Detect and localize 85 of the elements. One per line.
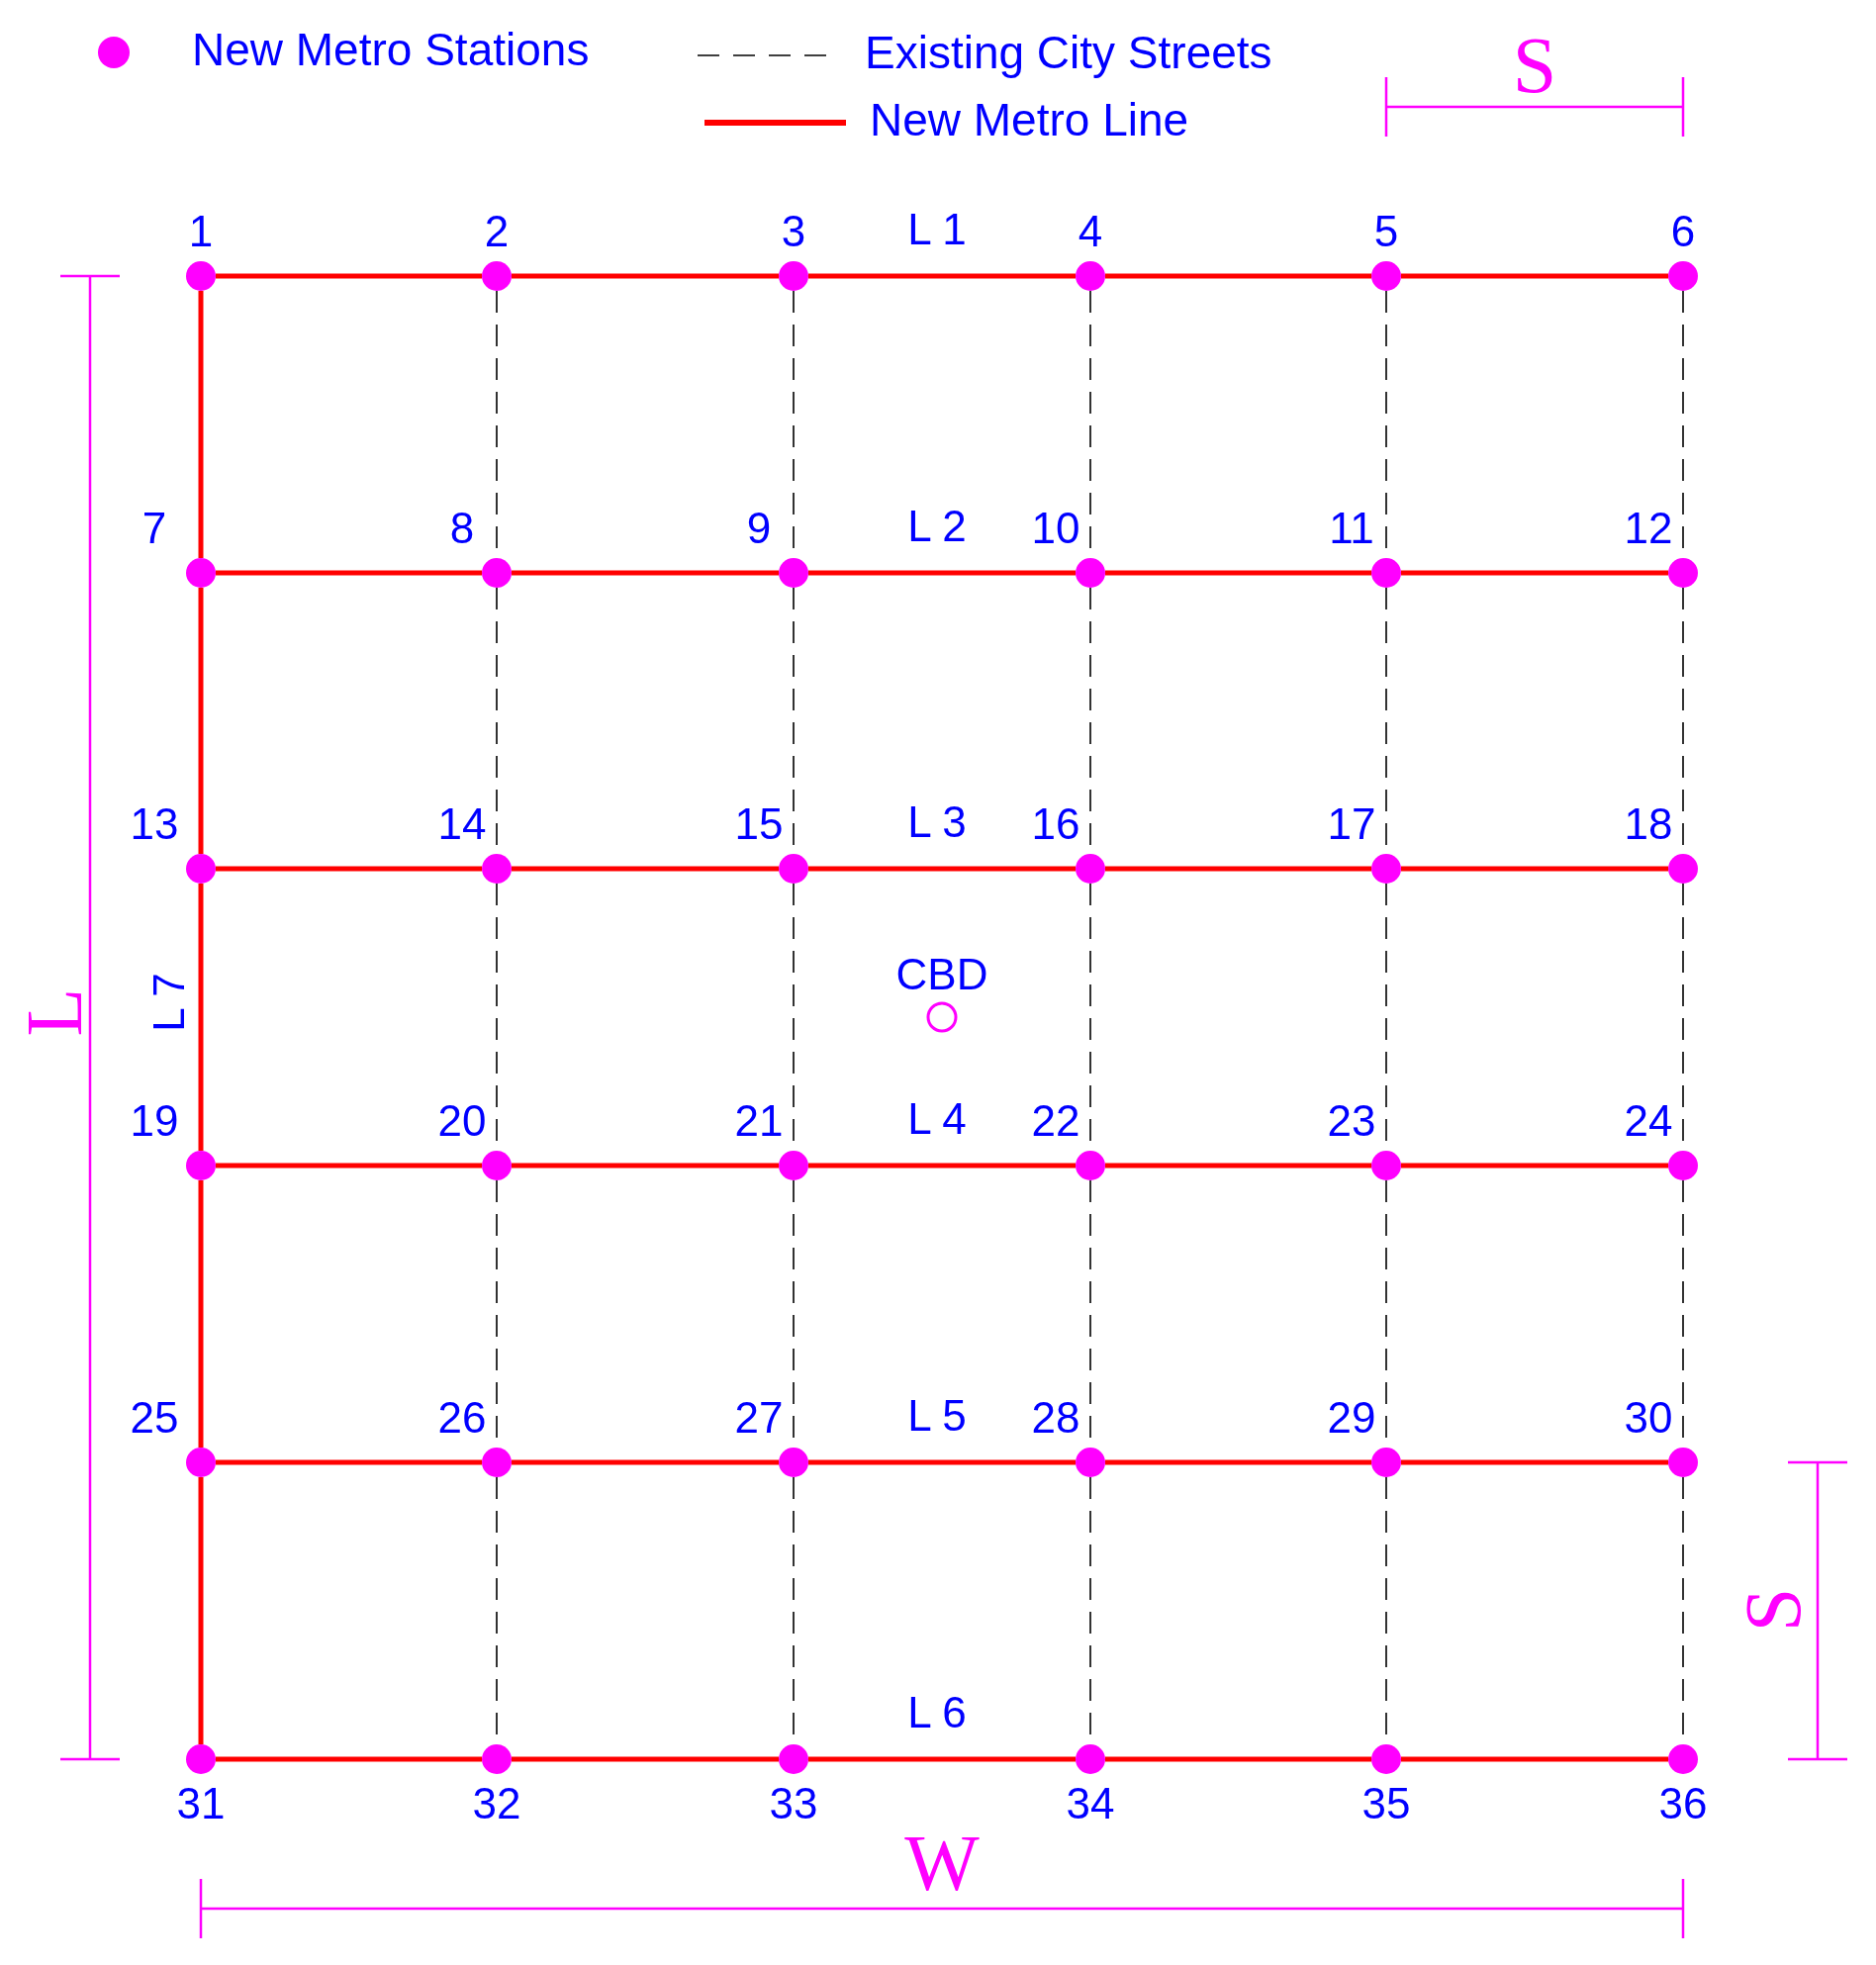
- metro-line: [512, 273, 779, 279]
- station-number: 8: [449, 507, 475, 550]
- station-number: 6: [1670, 210, 1696, 253]
- metro-line: [808, 1756, 1076, 1762]
- metro-line: [512, 570, 779, 576]
- metro-line: [1105, 1163, 1371, 1169]
- station-number: 1: [188, 210, 214, 253]
- metro-line: [1105, 1756, 1371, 1762]
- metro-line: [1401, 570, 1668, 576]
- station-number: 30: [1624, 1396, 1673, 1440]
- metro-line: [1105, 866, 1371, 872]
- line-label: L 5: [907, 1394, 967, 1438]
- station-number: 9: [746, 507, 772, 550]
- metro-line: [198, 884, 204, 1151]
- station-number: 19: [130, 1099, 179, 1143]
- station-number: 35: [1361, 1782, 1411, 1825]
- station-number: 23: [1327, 1099, 1376, 1143]
- station-number: 4: [1078, 210, 1103, 253]
- line-label: L 1: [907, 208, 967, 251]
- metro-line: [216, 866, 482, 872]
- metro-line: [512, 866, 779, 872]
- station-number: 16: [1031, 802, 1080, 846]
- legend-label: New Metro Stations: [192, 27, 590, 72]
- metro-line: [216, 1756, 482, 1762]
- station-number: 27: [734, 1396, 784, 1440]
- station-number: 28: [1031, 1396, 1080, 1440]
- station-number: 36: [1658, 1782, 1708, 1825]
- line-label: L 3: [907, 800, 967, 844]
- dimension-label: S: [1734, 1587, 1813, 1633]
- metro-line: [1401, 866, 1668, 872]
- station-number: 34: [1066, 1782, 1115, 1825]
- dimension-label: S: [1512, 26, 1557, 105]
- metro-line: [198, 291, 204, 558]
- metro-line: [808, 1459, 1076, 1465]
- station-number: 26: [437, 1396, 487, 1440]
- station-number: 22: [1031, 1099, 1080, 1143]
- metro-line: [198, 1180, 204, 1448]
- station-number: 13: [130, 802, 179, 846]
- station-number: 7: [141, 507, 167, 550]
- line-label: L 4: [907, 1097, 967, 1141]
- metro-line: [808, 1163, 1076, 1169]
- district-label: CBD: [894, 953, 989, 996]
- metro-line: [808, 273, 1076, 279]
- station-number: 10: [1031, 507, 1080, 550]
- station-number: 20: [437, 1099, 487, 1143]
- metro-line: [808, 570, 1076, 576]
- station-number: 29: [1327, 1396, 1376, 1440]
- station-number: 21: [734, 1099, 784, 1143]
- line-label: L 7: [147, 973, 191, 1032]
- metro-line: [1401, 1459, 1668, 1465]
- metro-line: [1105, 1459, 1371, 1465]
- station-number: 14: [437, 802, 487, 846]
- station-number: 3: [781, 210, 806, 253]
- metro-line: [512, 1459, 779, 1465]
- metro-line: [1105, 273, 1371, 279]
- station-number: 32: [472, 1782, 521, 1825]
- station-number: 24: [1624, 1099, 1673, 1143]
- metro-line: [1401, 1756, 1668, 1762]
- metro-line: [198, 588, 204, 854]
- metro-line: [1105, 570, 1371, 576]
- dimension-label: L: [15, 987, 94, 1037]
- dimension-label: W: [904, 1824, 980, 1903]
- metro-line: [216, 1459, 482, 1465]
- metro-line: [216, 1163, 482, 1169]
- station-number: 17: [1327, 802, 1376, 846]
- station-number: 25: [130, 1396, 179, 1440]
- metro-line: [216, 570, 482, 576]
- station-number: 12: [1624, 507, 1673, 550]
- metro-line: [198, 1477, 204, 1744]
- metro-line: [1401, 1163, 1668, 1169]
- station-number: 33: [769, 1782, 818, 1825]
- station-number: 31: [176, 1782, 226, 1825]
- station-number: 11: [1329, 507, 1374, 550]
- metro-line: [808, 866, 1076, 872]
- line-label: L 2: [907, 505, 967, 548]
- line-label: L 6: [907, 1691, 967, 1734]
- station-number: 18: [1624, 802, 1673, 846]
- station-number: 15: [734, 802, 784, 846]
- metro-line: [512, 1756, 779, 1762]
- legend-label: New Metro Line: [870, 97, 1189, 142]
- station-number: 5: [1373, 210, 1399, 253]
- station-number: 2: [484, 210, 510, 253]
- metro-line: [216, 273, 482, 279]
- metro-line: [1401, 273, 1668, 279]
- metro-line: [512, 1163, 779, 1169]
